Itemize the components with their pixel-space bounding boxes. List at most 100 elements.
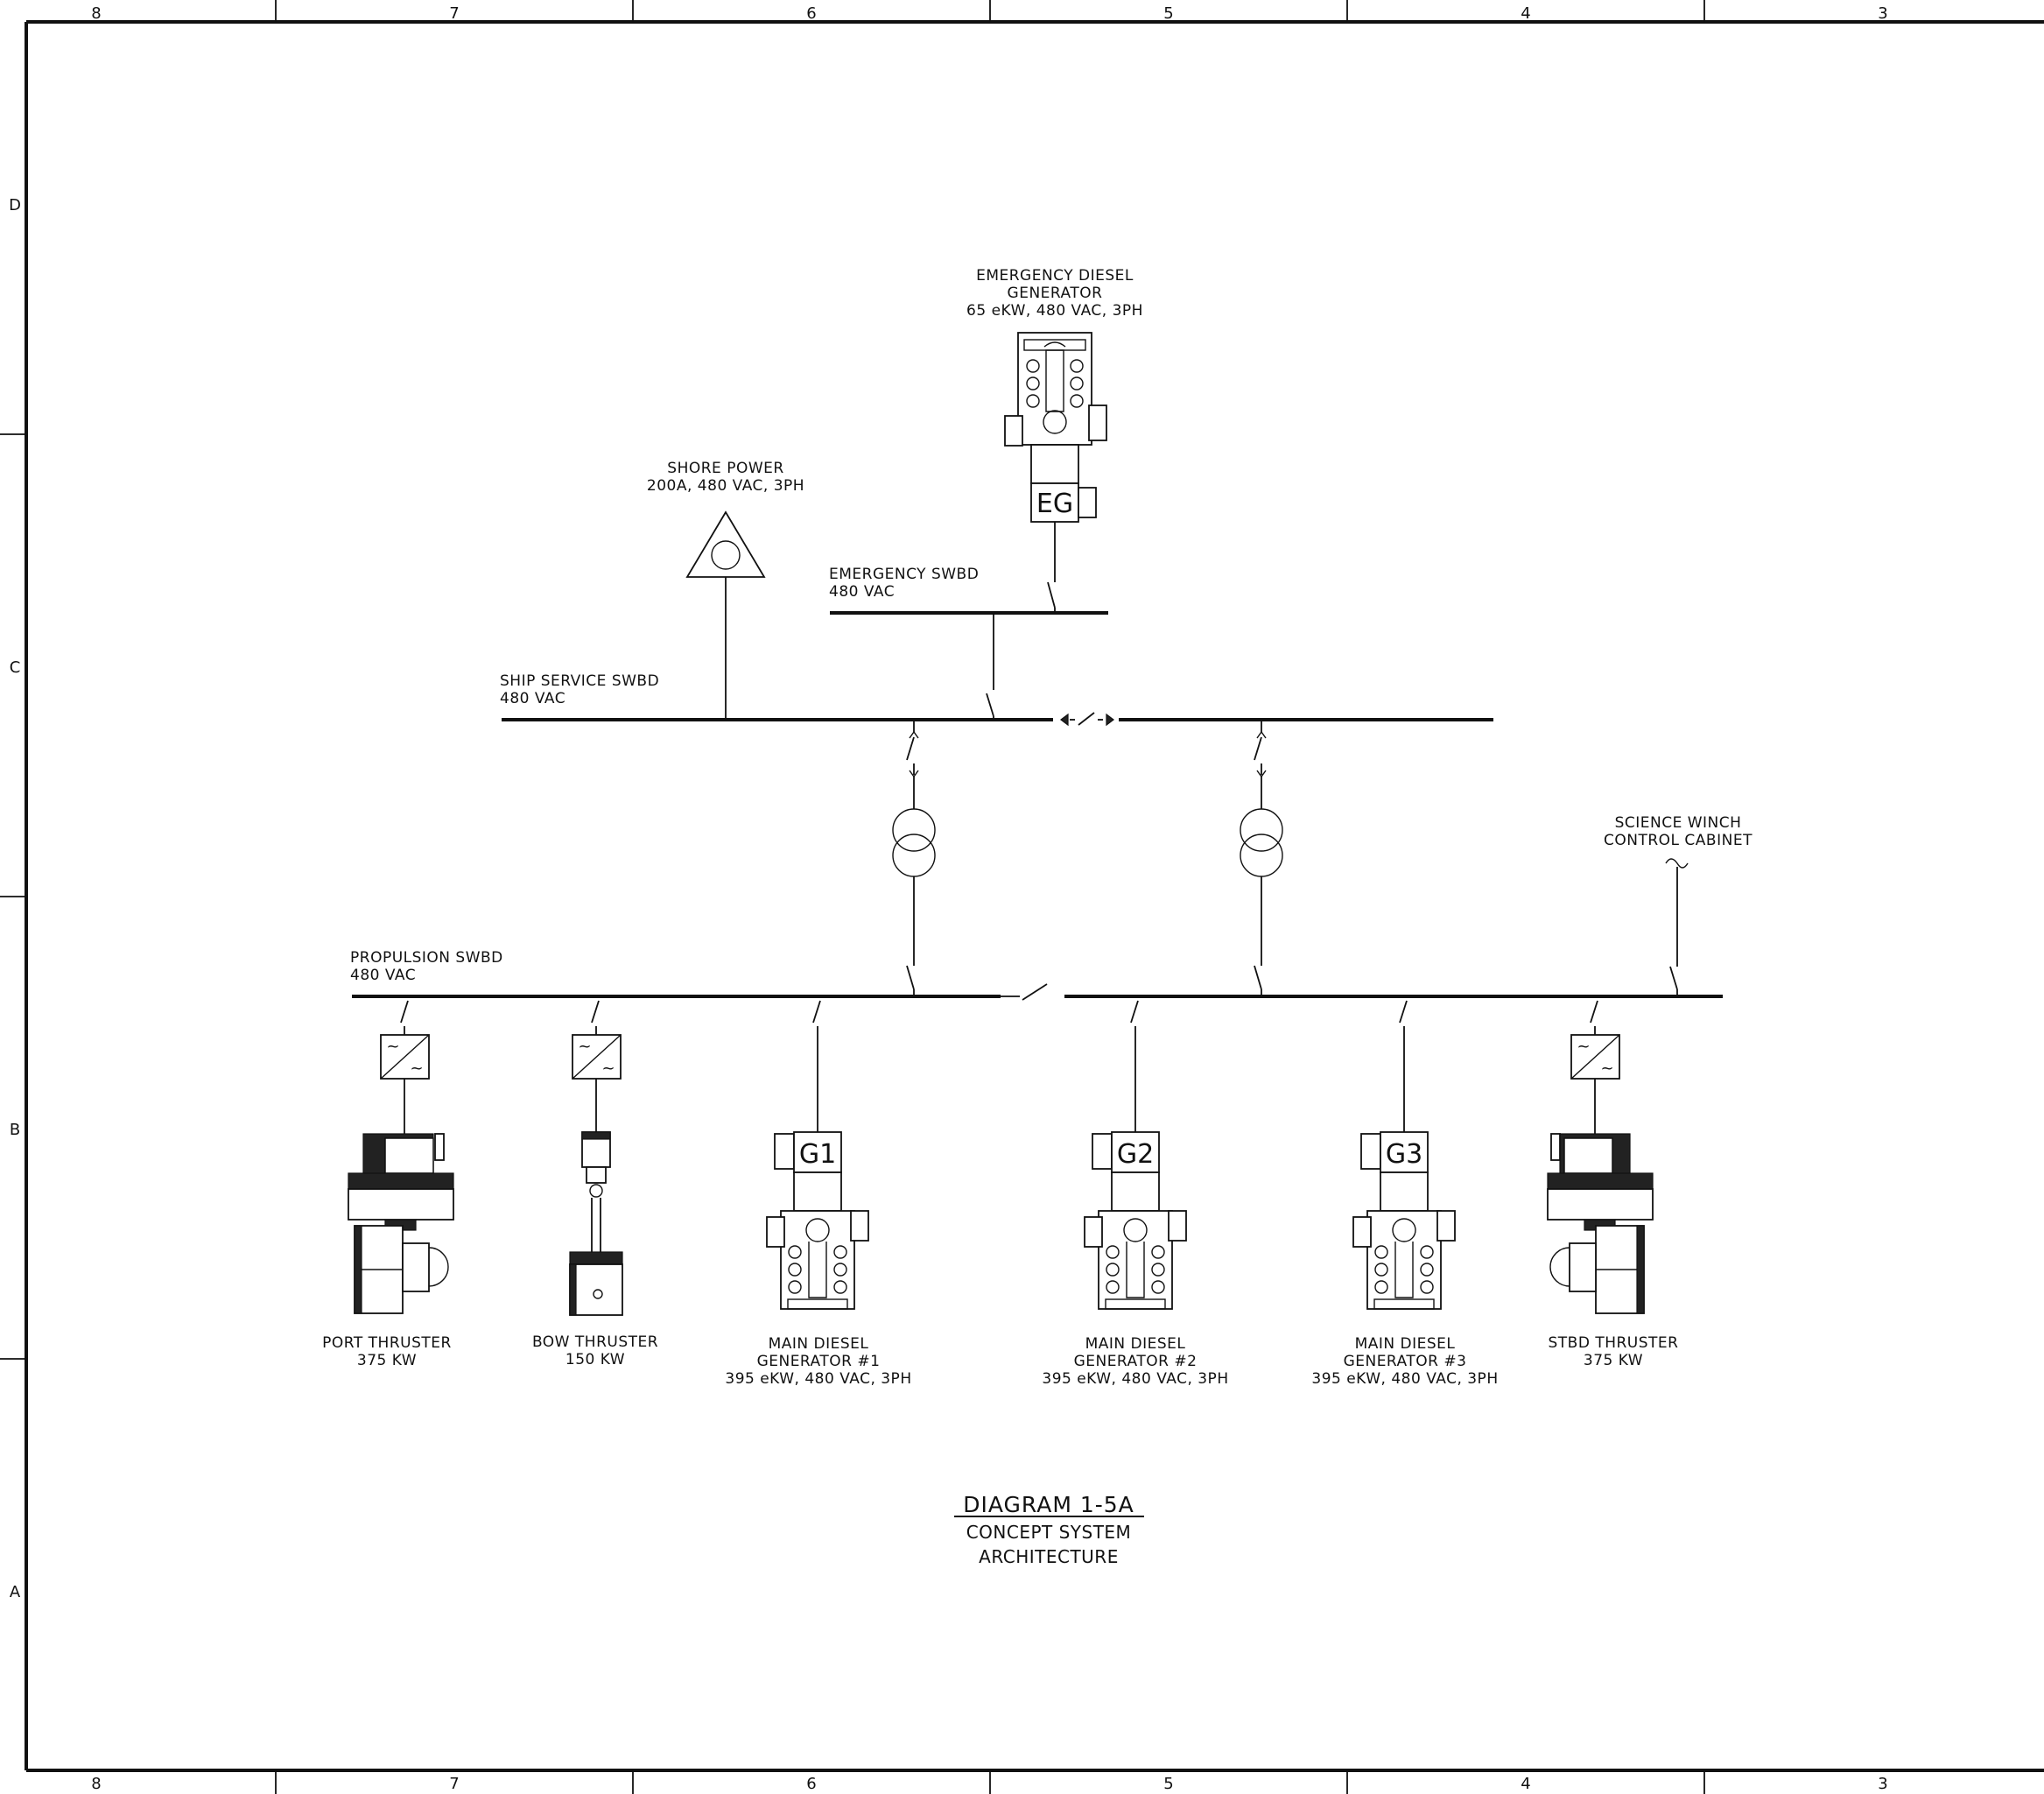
svg-text:395 eKW, 480 VAC, 3PH: 395 eKW, 480 VAC, 3PH (1311, 1370, 1498, 1388)
svg-text:375 KW: 375 KW (357, 1352, 417, 1369)
row-label: D (9, 196, 21, 215)
svg-text:BOW THRUSTER: BOW THRUSTER (532, 1333, 658, 1351)
generator-box (1030, 482, 1079, 523)
diagram-subtitle: ARCHITECTURE (979, 1546, 1119, 1567)
svg-text:395 eKW, 480 VAC, 3PH: 395 eKW, 480 VAC, 3PH (1042, 1370, 1228, 1388)
emergency-generator-label: EMERGENCY DIESEL GENERATOR 65 eKW, 480 V… (966, 267, 1142, 320)
generator-tag: G1 (799, 1139, 836, 1170)
column-label: 8 (91, 4, 101, 23)
column-label: 4 (1521, 1775, 1530, 1793)
svg-text:SCIENCE WINCH: SCIENCE WINCH (1615, 814, 1742, 832)
svg-text:375 KW: 375 KW (1584, 1352, 1643, 1369)
generator-box (1111, 1131, 1160, 1173)
svg-text:~: ~ (1600, 1059, 1613, 1078)
breaker-icon (1669, 966, 1678, 990)
column-label: 4 (1521, 4, 1530, 23)
column-label: 3 (1878, 4, 1887, 23)
svg-text:480 VAC: 480 VAC (829, 583, 895, 601)
emergency-swbd-label: EMERGENCY SWBD 480 VAC (829, 566, 979, 601)
diesel-engine-icon (1084, 1210, 1187, 1310)
vfd-drive-icon: ~ ~ (1570, 1034, 1620, 1080)
diesel-engine-icon (1004, 332, 1107, 484)
breaker-icon (812, 1000, 821, 1024)
svg-text:GENERATOR #1: GENERATOR #1 (757, 1353, 881, 1370)
emergency-tie-feeder (986, 613, 994, 720)
svg-text:GENERATOR: GENERATOR (1008, 285, 1103, 302)
svg-text:200A, 480 VAC, 3PH: 200A, 480 VAC, 3PH (647, 477, 804, 495)
column-labels-bottom: 8 7 6 5 4 3 (91, 1775, 1887, 1793)
diesel-engine-icon (1352, 1210, 1456, 1310)
svg-text:GENERATOR #3: GENERATOR #3 (1344, 1353, 1467, 1370)
svg-text:SHORE POWER: SHORE POWER (667, 460, 783, 477)
svg-text:GENERATOR #2: GENERATOR #2 (1074, 1353, 1198, 1370)
column-label: 6 (806, 1775, 816, 1793)
svg-text:MAIN DIESEL: MAIN DIESEL (1355, 1335, 1456, 1353)
diesel-engine-icon (766, 1210, 869, 1310)
main-gen-3-label: MAIN DIESEL GENERATOR #3 395 eKW, 480 VA… (1311, 1335, 1498, 1388)
diagram-subtitle: CONCEPT SYSTEM (966, 1522, 1132, 1543)
svg-text:~: ~ (578, 1038, 591, 1056)
generator-tag: G3 (1386, 1139, 1422, 1170)
main-gen-1-feeder (812, 1000, 821, 1132)
ship-service-swbd-label: SHIP SERVICE SWBD 480 VAC (500, 672, 659, 707)
main-gen-1-label: MAIN DIESEL GENERATOR #1 395 eKW, 480 VA… (725, 1335, 911, 1388)
vfd-drive-icon: ~ ~ (380, 1034, 430, 1080)
transformer-feeder-1 (892, 720, 936, 996)
breaker-icon (906, 965, 915, 990)
stbd-thruster (1547, 1133, 1654, 1314)
thruster-icon (569, 1131, 623, 1316)
breaker-icon (400, 1000, 409, 1024)
generator-tag: EG (1036, 489, 1073, 519)
svg-text:~: ~ (410, 1059, 423, 1078)
transformer-feeder-2 (1240, 720, 1283, 996)
generator-box (793, 1131, 842, 1173)
ship-service-bus-tie (1060, 712, 1114, 727)
row-label: C (10, 658, 21, 677)
breaker-icon (591, 1000, 600, 1024)
svg-text:STBD THRUSTER: STBD THRUSTER (1549, 1334, 1679, 1352)
port-thruster-label: PORT THRUSTER 375 KW (322, 1334, 452, 1369)
svg-text:PORT THRUSTER: PORT THRUSTER (322, 1334, 452, 1352)
breaker-icon (1130, 1000, 1139, 1024)
column-label: 5 (1163, 1775, 1173, 1793)
port-thruster-feeder: ~ ~ (380, 1000, 430, 1134)
thruster-icon (1547, 1133, 1654, 1314)
cable-end-icon (1665, 858, 1689, 869)
column-label: 5 (1163, 4, 1173, 23)
svg-text:EMERGENCY SWBD: EMERGENCY SWBD (829, 566, 979, 583)
breaker-icon (1047, 581, 1056, 609)
svg-text:395 eKW, 480 VAC, 3PH: 395 eKW, 480 VAC, 3PH (725, 1370, 911, 1388)
svg-text:MAIN DIESEL: MAIN DIESEL (769, 1335, 869, 1353)
diagram-title: DIAGRAM 1-5A (963, 1492, 1134, 1517)
column-label: 7 (449, 1775, 459, 1793)
stbd-thruster-feeder: ~ ~ (1570, 1000, 1620, 1134)
breaker-icon (986, 693, 994, 717)
breaker-icon (1254, 965, 1262, 990)
diagram-title-block: DIAGRAM 1-5A CONCEPT SYSTEM ARCHITECTURE (954, 1492, 1144, 1567)
column-label: 8 (91, 1775, 101, 1793)
breaker-icon (906, 736, 915, 761)
transformer-icon (1240, 808, 1283, 877)
column-label: 6 (806, 4, 816, 23)
main-gen-1: G1 (766, 1131, 869, 1310)
row-labels: D C B A (9, 196, 21, 1601)
main-gen-2: G2 (1084, 1131, 1187, 1310)
emergency-generator: EG (1004, 332, 1107, 613)
breaker-icon (1254, 736, 1262, 761)
column-label: 7 (449, 4, 459, 23)
svg-text:MAIN DIESEL: MAIN DIESEL (1085, 1335, 1186, 1353)
propulsion-swbd-label: PROPULSION SWBD 480 VAC (350, 949, 502, 984)
row-label: A (10, 1583, 21, 1601)
svg-text:150 KW: 150 KW (565, 1351, 625, 1368)
column-labels-top: 8 7 6 5 4 3 (91, 4, 1887, 23)
breaker-icon (1022, 983, 1048, 1001)
main-gen-3-feeder (1399, 1000, 1408, 1132)
bow-thruster (569, 1131, 623, 1316)
svg-text:~: ~ (1577, 1038, 1590, 1056)
svg-text:~: ~ (386, 1038, 399, 1056)
transformer-icon (892, 808, 936, 877)
svg-text:CONTROL CABINET: CONTROL CABINET (1604, 832, 1753, 849)
svg-text:480 VAC: 480 VAC (500, 690, 565, 707)
